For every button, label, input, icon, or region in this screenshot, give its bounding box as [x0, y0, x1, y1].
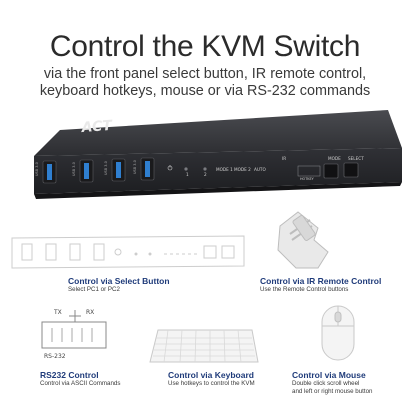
usb-port-2[interactable] [79, 159, 94, 183]
svg-text:MODE 1: MODE 1 [216, 167, 233, 172]
svg-text:HOTKEY: HOTKEY [300, 177, 315, 181]
svg-text:MODE: MODE [328, 156, 341, 161]
rs232-title: RS232 Control [40, 370, 99, 380]
select-button[interactable] [343, 162, 359, 178]
usb-port-1[interactable] [42, 160, 57, 184]
svg-text:ACT: ACT [80, 118, 114, 136]
svg-text:TX: TX [53, 309, 62, 316]
mouse-desc-line-2: and left or right mouse button [292, 388, 373, 395]
select-button-title: Control via Select Button [68, 276, 170, 286]
act-logo: ACT [80, 118, 114, 136]
mouse-icon [321, 305, 355, 361]
svg-text:RX: RX [86, 309, 94, 316]
svg-text:2: 2 [204, 172, 207, 177]
mouse-desc-line-1: Double click scroll wheel [292, 380, 360, 387]
rs232-desc: Control via ASCII Commands [40, 380, 121, 387]
keyboard-title: Control via Keyboard [168, 370, 254, 380]
kvm-switch-device: ACT USB 3.0 USB 3.0 USB 3.0 USB 3.0 1 2 … [34, 110, 402, 199]
keyboard-desc: Use hotkeys to control the KVM [168, 380, 255, 387]
ir-remote-desc: Use the Remote Control buttons [260, 286, 349, 293]
hotkey-indicator [297, 165, 321, 177]
svg-text:AUTO: AUTO [254, 167, 266, 172]
page-title: Control the KVM Switch [49, 30, 361, 63]
ir-remote-title: Control via IR Remote Control [260, 276, 382, 286]
keyboard-icon [149, 329, 259, 363]
select-button-desc: Select PC1 or PC2 [68, 286, 120, 293]
subtitle-line-1: via the front panel select button, IR re… [43, 66, 367, 82]
usb-port-4[interactable] [140, 157, 155, 181]
svg-text:USB 3.0: USB 3.0 [35, 162, 39, 176]
svg-text:MODE 2: MODE 2 [234, 167, 251, 172]
svg-text:USB 3.0: USB 3.0 [72, 162, 76, 176]
mouse-title: Control via Mouse [292, 370, 366, 380]
svg-text:RS-232: RS-232 [44, 353, 66, 360]
power-icon [167, 165, 173, 171]
rs232-port-icon: TX RX RS-232 [41, 309, 107, 360]
svg-text:USB 3.0: USB 3.0 [104, 161, 108, 175]
mode-button[interactable] [323, 163, 339, 179]
svg-text:SELECT: SELECT [348, 156, 364, 161]
svg-text:IR: IR [282, 156, 286, 161]
usb-port-3[interactable] [111, 158, 126, 182]
svg-text:1: 1 [186, 172, 189, 177]
subtitle-line-2: keyboard hotkeys, mouse or via RS-232 co… [39, 83, 371, 99]
ir-remote-hand-icon [277, 211, 329, 269]
svg-text:USB 3.0: USB 3.0 [133, 160, 137, 174]
front-panel-outline-icon [11, 235, 245, 269]
